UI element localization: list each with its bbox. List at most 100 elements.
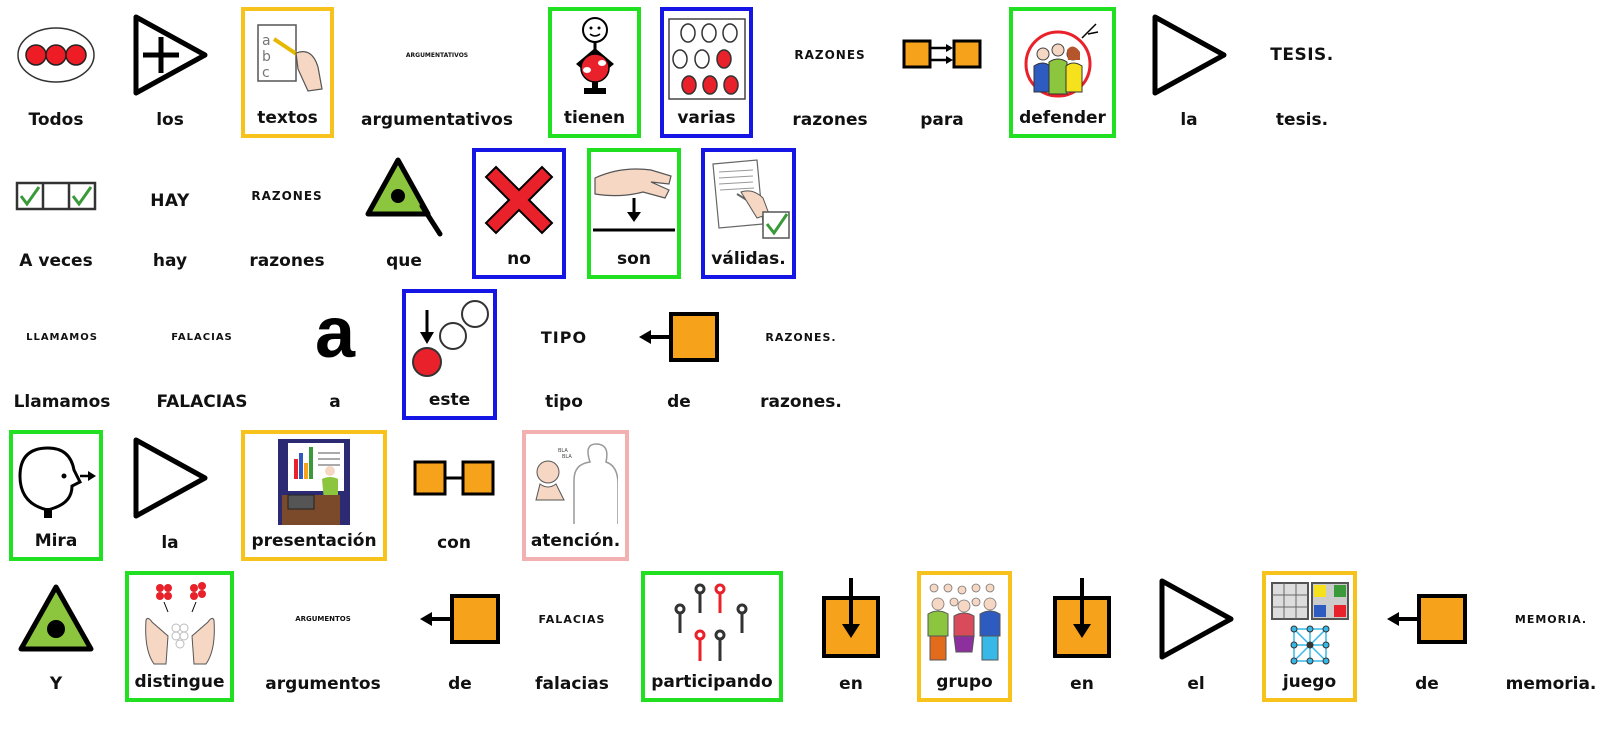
pictogram-hay: HAY hay	[124, 148, 216, 279]
word-label: Todos	[28, 110, 84, 130]
word-label: atención.	[530, 531, 621, 551]
people-participating-icon	[674, 583, 748, 661]
word-label: no	[507, 249, 531, 269]
word-label: a	[329, 392, 341, 412]
word-label: Llamamos	[13, 392, 111, 412]
word-label: de	[667, 392, 691, 412]
pictogram-a-veces: A veces	[10, 148, 102, 279]
word-label: la	[1180, 110, 1198, 130]
word-label: razones	[249, 251, 325, 271]
square-arrow-left-icon	[1387, 594, 1467, 644]
group-people-icon	[927, 583, 1000, 661]
three-red-dots-icon	[17, 27, 95, 83]
pictogram-y: Y	[10, 571, 102, 702]
word-label: defender	[1019, 108, 1106, 128]
text-label-icon: ARGUMENTOS	[295, 615, 351, 623]
triangle-icon	[1159, 578, 1234, 660]
group-defend-icon	[1024, 23, 1098, 98]
text-label-icon: ARGUMENTATIVOS	[405, 51, 469, 59]
word-label: con	[437, 533, 471, 553]
svg-text:b: b	[262, 49, 271, 65]
text-label-icon: TESIS.	[1270, 45, 1334, 65]
pictogram-validas: válidas.	[701, 148, 796, 279]
hands-separate-icon	[144, 582, 215, 665]
pictogram-la-2: la	[124, 430, 216, 561]
triangle-plus-icon	[133, 14, 208, 96]
pictogram-mira: Mira	[9, 430, 103, 561]
word-label: razones	[792, 110, 868, 130]
word-label: memoria.	[1505, 674, 1597, 694]
square-arrow-left-icon	[420, 594, 500, 644]
this-circle-arrow-icon	[411, 300, 489, 377]
pictogram-en: en	[805, 571, 897, 702]
pictogram-de-3: de	[1381, 571, 1473, 702]
word-label: juego	[1282, 672, 1337, 692]
word-label: argumentos	[265, 674, 381, 694]
word-label: textos	[257, 108, 318, 128]
pictogram-la: la	[1143, 7, 1235, 138]
word-label: tipo	[545, 392, 583, 412]
word-label: falacias	[535, 674, 609, 694]
word-label: el	[1187, 674, 1205, 694]
presentation-icon	[278, 439, 350, 525]
pictogram-el: el	[1150, 571, 1242, 702]
text-label-icon: FALACIAS	[171, 331, 233, 343]
pictogram-argumentos: ARGUMENTOS argumentos	[258, 571, 388, 702]
hand-writing-abc-icon: abc	[256, 24, 323, 92]
word-label: distingue	[134, 672, 225, 692]
word-label: de	[448, 674, 472, 694]
pictogram-los: los	[124, 7, 216, 138]
word-label: FALACIAS	[156, 392, 248, 412]
svg-text:c: c	[262, 65, 270, 81]
red-x-icon	[484, 165, 554, 235]
word-label: hay	[152, 251, 188, 271]
word-label: Y	[49, 674, 63, 694]
word-label: los	[156, 110, 184, 130]
pictogram-distingue: distingue	[125, 571, 234, 702]
square-arrow-in-icon	[822, 578, 880, 658]
pictogram-razones-2: RAZONES razones	[237, 148, 337, 279]
pictogram-razones-3: RAZONES. razones.	[749, 289, 853, 420]
pictogram-row-5: Y distingue ARGUMENTOS argumentos de FAL…	[0, 571, 1616, 702]
pictogram-de-2: de	[414, 571, 506, 702]
word-label: tienen	[563, 108, 626, 128]
some-red-circles-icon	[667, 18, 746, 100]
text-label-icon: HAY	[150, 191, 190, 211]
hand-down-arrow-icon	[593, 168, 675, 232]
pictogram-presentacion: presentación	[241, 430, 387, 561]
word-label: participando	[651, 672, 773, 692]
pictogram-falacias: FALACIAS falacias	[526, 571, 618, 702]
word-label: razones.	[760, 392, 842, 412]
green-triangle-dot-icon	[18, 584, 94, 652]
pictogram-llamamos: LLAMAMOS Llamamos	[10, 289, 114, 420]
green-triangle-pointer-icon	[365, 157, 443, 237]
word-label: son	[617, 249, 651, 269]
word-label: de	[1415, 674, 1439, 694]
pictogram-razones: RAZONES razones	[775, 7, 885, 138]
word-label: presentación	[251, 531, 377, 551]
pictogram-memoria: MEMORIA. memoria.	[1496, 571, 1606, 702]
svg-text:BLA: BLA	[562, 454, 572, 460]
pictogram-grupo: grupo	[917, 571, 1012, 702]
word-label: varias	[677, 108, 736, 128]
pictogram-no: no	[472, 148, 566, 279]
pictogram-falacias-caps: FALACIAS FALACIAS	[150, 289, 254, 420]
board-games-icon	[1270, 582, 1349, 665]
word-label: la	[161, 533, 179, 553]
head-look-icon	[18, 446, 96, 518]
pictogram-con: con	[408, 430, 500, 561]
pictogram-tipo: TIPO tipo	[518, 289, 610, 420]
word-label: tesis.	[1275, 110, 1329, 130]
pictogram-tesis: TESIS. tesis.	[1256, 7, 1348, 138]
checkbox-row-icon	[15, 181, 97, 211]
text-label-icon: TIPO	[540, 327, 588, 347]
two-squares-linked-icon	[413, 460, 495, 496]
pictogram-que: que	[358, 148, 450, 279]
pictogram-argumentativos: ARGUMENTATIVOS argumentativos	[352, 7, 522, 138]
pictogram-todos: Todos	[10, 7, 102, 138]
pictogram-participando: participando	[641, 571, 783, 702]
